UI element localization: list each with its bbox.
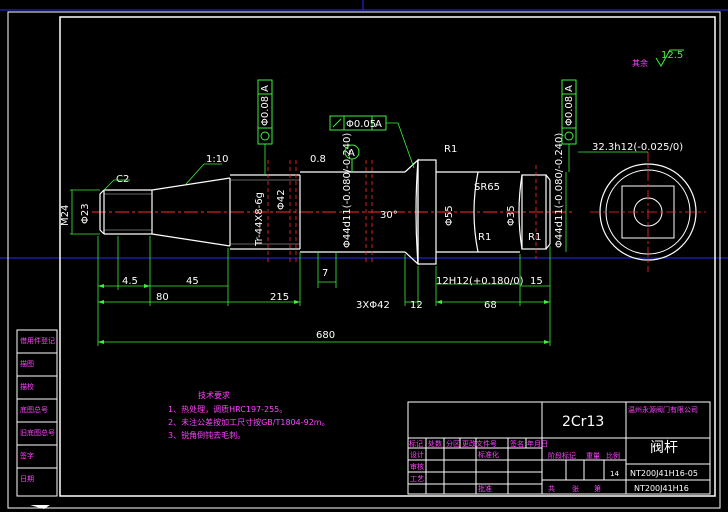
tb-label-scale: 比例	[606, 451, 620, 460]
dim-4-5: 4.5	[122, 276, 138, 287]
left-table-1: 描图	[20, 359, 34, 368]
svg-text:Φ0.08: Φ0.08	[260, 96, 271, 126]
dim-phi44b: Φ44d11(-0.080/-0.240)	[554, 133, 565, 248]
taper-leader	[185, 163, 205, 185]
dim-15: 15	[530, 276, 543, 287]
left-record-table: 借用件登记 描图 描校 底图总号 旧底图总号 签字 日期	[16, 329, 58, 497]
tb-label-approve: 批准	[478, 484, 492, 493]
part-name: 阀杆	[650, 440, 678, 456]
svg-text:A: A	[564, 85, 575, 92]
hidden-lines	[267, 160, 537, 264]
svg-text:Φ0.08: Φ0.08	[564, 96, 575, 126]
dim-7: 7	[322, 268, 328, 279]
dim-angle30: 30°	[380, 210, 398, 221]
roughness-value: 12.5	[661, 50, 683, 61]
dim-phi35: Φ35	[506, 205, 517, 226]
tb-label-stage: 阶段标记	[548, 451, 576, 460]
inner-frame	[59, 16, 716, 497]
dim-phi44: Φ44d11(-0.080/-0.240)	[342, 133, 353, 248]
tb-label-count: 处数	[428, 439, 442, 448]
tb-label-review: 审核	[410, 462, 424, 471]
dim-r1a: R1	[444, 144, 457, 155]
dim-sr65: SR65	[474, 182, 500, 193]
dim-68: 68	[484, 300, 497, 311]
dim-phi55: Φ55	[444, 205, 455, 226]
title-block	[407, 401, 711, 495]
dim-r1b: R1	[478, 232, 491, 243]
left-table-0: 借用件登记	[20, 336, 55, 345]
dim-m24: M24	[60, 205, 71, 226]
svg-text:A: A	[348, 148, 355, 159]
dim-phi23: Φ23	[80, 203, 91, 224]
tb-label-process: 工艺	[410, 475, 424, 483]
company-name: 温州永源阀门有限公司	[628, 405, 698, 414]
drawing-number: NT200J41H16-05	[630, 469, 698, 478]
dim-tr: Tr-44X8-6g	[254, 192, 265, 247]
tb-label-docno: 更改文件号	[462, 439, 497, 448]
tb-label-sheet: 第	[594, 484, 601, 493]
left-table-4: 旧底图总号	[20, 428, 55, 437]
tb-label-date: 年月日	[527, 439, 548, 448]
sheet-count: 14	[610, 470, 619, 478]
dim-square: 32.3h12(-0.025/0)	[592, 142, 683, 153]
tb-label-sheet-of: 张	[572, 484, 579, 493]
material: 2Cr13	[562, 414, 604, 430]
roughness-rest-label: 其余	[632, 58, 648, 68]
dimension-arrows	[98, 284, 550, 344]
tb-label-zone: 分区	[446, 439, 460, 448]
dimension-lines	[70, 172, 567, 346]
dim-3x42: 3XΦ42	[356, 300, 390, 311]
dim-680: 680	[316, 330, 335, 341]
tol-frame-left: A Φ0.08	[257, 79, 273, 175]
dim-phi42a: Φ42	[276, 189, 287, 210]
left-table-2: 描校	[20, 382, 34, 391]
dim-215: 215	[270, 292, 289, 303]
cursor-icon	[30, 505, 50, 509]
notes-line-1: 1、热处理，调质HRC197-255。	[168, 404, 287, 414]
dim-r1c: R1	[528, 232, 541, 243]
tb-label-weight: 重量	[586, 452, 600, 460]
technical-notes: 技术要求 1、热处理，调质HRC197-255。 2、未注公差按加工尺寸按GB/…	[168, 390, 330, 440]
tb-label-standard: 标准化	[478, 450, 499, 459]
product-number: NT200J41H16	[634, 484, 689, 493]
dim-ra08: 0.8	[310, 154, 326, 165]
left-table-5: 签字	[20, 451, 34, 460]
notes-title: 技术要求	[198, 390, 230, 400]
dim-12: 12	[410, 300, 423, 311]
svg-text:A: A	[260, 85, 271, 92]
dim-80: 80	[156, 292, 169, 303]
left-table-3: 底图总号	[20, 405, 48, 414]
left-table-6: 日期	[20, 475, 34, 483]
notes-line-2: 2、未注公差按加工尺寸按GB/T1804-92m。	[168, 417, 330, 427]
tb-label-total: 共	[548, 484, 555, 493]
end-view	[590, 152, 706, 272]
tb-label-mark: 标记	[409, 439, 423, 448]
dim-45: 45	[186, 276, 199, 287]
dim-taper: 1:10	[206, 154, 228, 165]
c2-leader	[103, 179, 115, 191]
tb-label-sign: 签名	[510, 439, 524, 448]
roughness-symbol	[655, 49, 684, 67]
notes-line-3: 3、锐角倒钝去毛刺。	[168, 430, 245, 440]
outer-frame	[7, 11, 721, 509]
datum-a: A	[344, 144, 360, 172]
runout-tolerance-center: Φ0.05 A	[329, 115, 415, 169]
svg-text:A: A	[375, 119, 382, 130]
tol-frame-right: A Φ0.08	[561, 79, 577, 172]
dim-c2: C2	[116, 174, 129, 185]
svg-text:Φ0.05: Φ0.05	[346, 119, 376, 130]
dim-12h12: 12H12(+0.180/0)	[436, 276, 524, 287]
tb-label-design: 设计	[410, 450, 424, 459]
